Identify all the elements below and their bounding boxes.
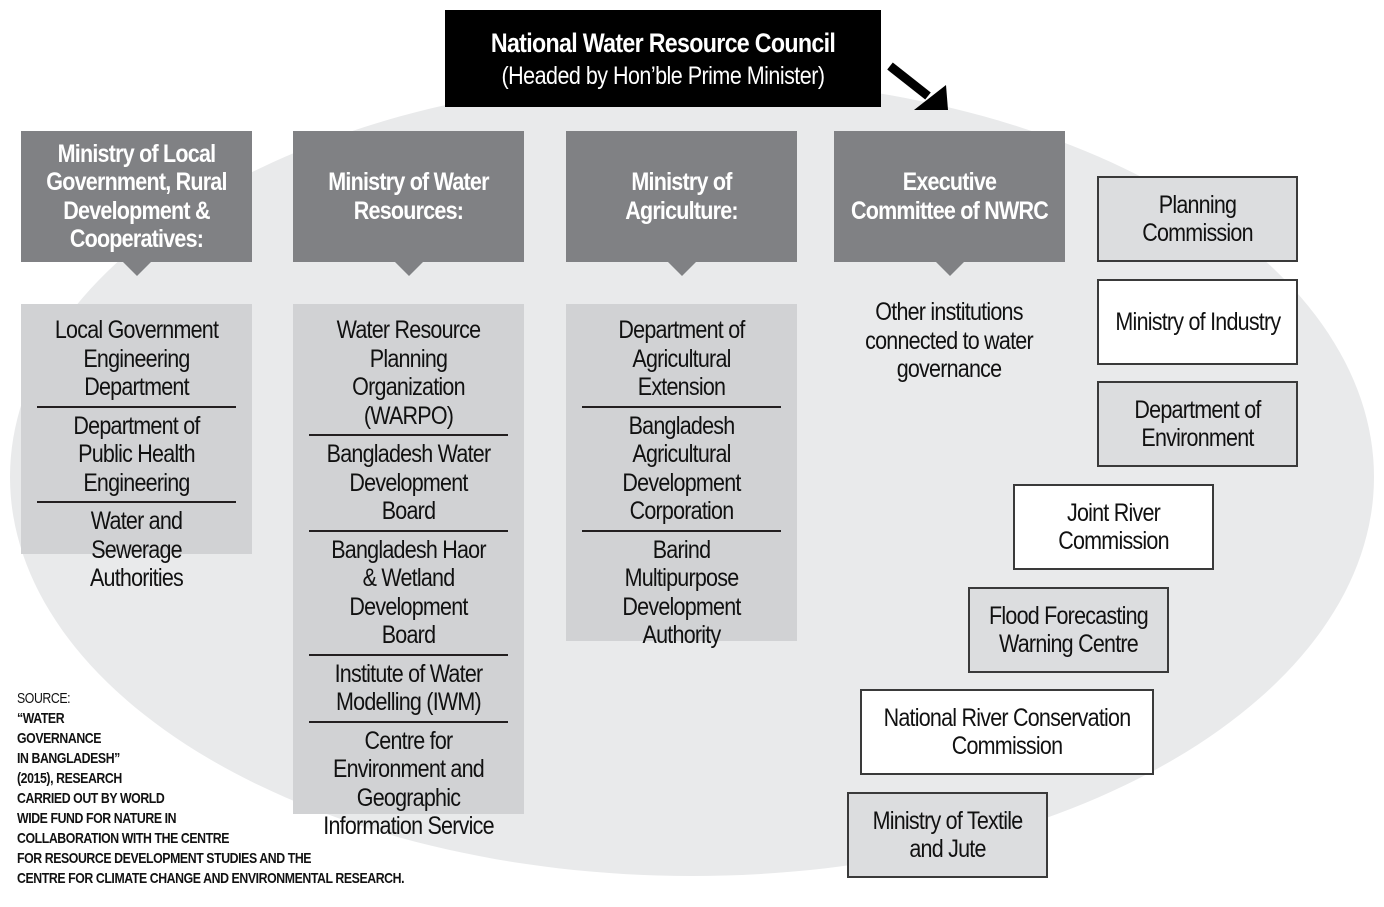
ministry-header-label: Ministry of Water Resources: [328,168,489,225]
institution-item: Bangladesh Haor & Wetland Development Bo… [309,529,508,654]
ministry-header-label: Ministry of Agriculture: [625,168,738,225]
source-line: “WATER [17,710,65,727]
source-line: CARRIED OUT BY WORLD [17,790,165,807]
agriculture-institutions: Department of Agricultural Extension Ban… [566,304,797,649]
council-title: National Water Resource Council [490,28,836,58]
institution-item: Bangladesh Agricultural Development Corp… [582,405,781,530]
national-river-conservation-commission-box: National River Conservation Commission [860,689,1154,775]
arrow-down-right-icon [887,62,948,110]
ministry-header-local-government: Ministry of Local Government, Rural Deve… [21,131,252,276]
local-government-institutions: Local Government Engineering Department … [21,304,252,592]
source-citation: SOURCE: “WATER GOVERNANCE IN BANGLADESH”… [17,689,405,889]
source-label: SOURCE: [17,690,71,707]
institution-item: Institute of Water Modelling (IWM) [309,653,508,721]
institution-item: Bangladesh Water Development Board [309,434,508,530]
source-line: COLLABORATION WITH THE CENTRE [17,830,230,847]
joint-river-commission-box: Joint River Commission [1013,484,1214,570]
source-line: WIDE FUND FOR NATURE IN [17,810,177,827]
ministry-header-agriculture: Ministry of Agriculture: [566,131,797,276]
other-institutions-label: Other institutions connected to water go… [865,298,1034,383]
ministry-of-textile-and-jute-box: Ministry of Textile and Jute [847,792,1048,878]
institution-item: Centre for Environment and Geographic In… [309,720,508,845]
council-subtitle: (Headed by Hon’ble Prime Minister) [501,62,825,90]
institution-item: Department of Agricultural Extension [618,316,745,401]
source-line: GOVERNANCE [17,730,102,747]
executive-committee-label: Executive Committee of NWRC [850,168,1049,225]
institution-item: Water Resource Planning Organization (WA… [336,316,481,430]
source-line: IN BANGLADESH” [17,750,120,767]
national-water-resource-council: National Water Resource Council (Headed … [445,10,881,107]
ministry-header-label: Ministry of Local Government, Rural Deve… [46,139,227,254]
ministry-of-industry-box: Ministry of Industry [1097,279,1298,365]
planning-commission-box: Planning Commission [1097,176,1298,262]
institution-item: Local Government Engineering Department [54,316,219,401]
institution-item: Barind Multipurpose Development Authorit… [582,529,781,654]
department-of-environment-box: Department of Environment [1097,381,1298,467]
flood-forecasting-warning-centre-box: Flood Forecasting Warning Centre [968,587,1169,673]
source-line: CENTRE FOR CLIMATE CHANGE AND ENVIRONMEN… [17,870,405,887]
institution-item: Department of Public Health Engineering [37,405,236,502]
institution-item: Water and Sewerage Authorities [37,501,236,597]
executive-committee-header: Executive Committee of NWRC [834,131,1065,276]
ministry-header-water-resources: Ministry of Water Resources: [293,131,524,276]
water-resources-institutions: Water Resource Planning Organization (WA… [293,304,524,840]
source-line: (2015), RESEARCH [17,770,122,787]
source-line: FOR RESOURCE DEVELOPMENT STUDIES AND THE [17,850,312,867]
